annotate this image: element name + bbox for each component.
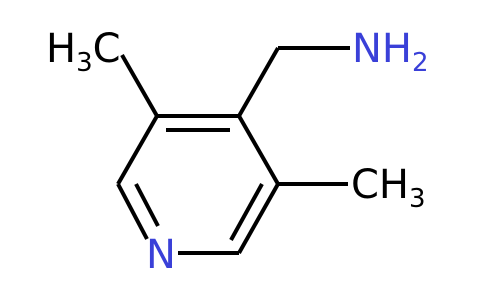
- bond-c6-c5-inner: [229, 183, 264, 241]
- methyl-left-label: H3C: [46, 26, 121, 78]
- bond-c3-c2: [116, 115, 159, 185]
- bond-c2-n1-inner: [134, 183, 160, 227]
- bond-c2-n1: [116, 183, 149, 240]
- bond-c5-c4: [237, 115, 280, 185]
- bond-c4-ch2: [237, 47, 280, 117]
- ring-nitrogen-label: N: [146, 232, 176, 278]
- bond-c3-methyl: [120, 54, 159, 117]
- amine-label: NH2: [352, 26, 429, 78]
- bond-c6-c5: [237, 183, 280, 254]
- methyl-right-label: CH3: [351, 162, 426, 214]
